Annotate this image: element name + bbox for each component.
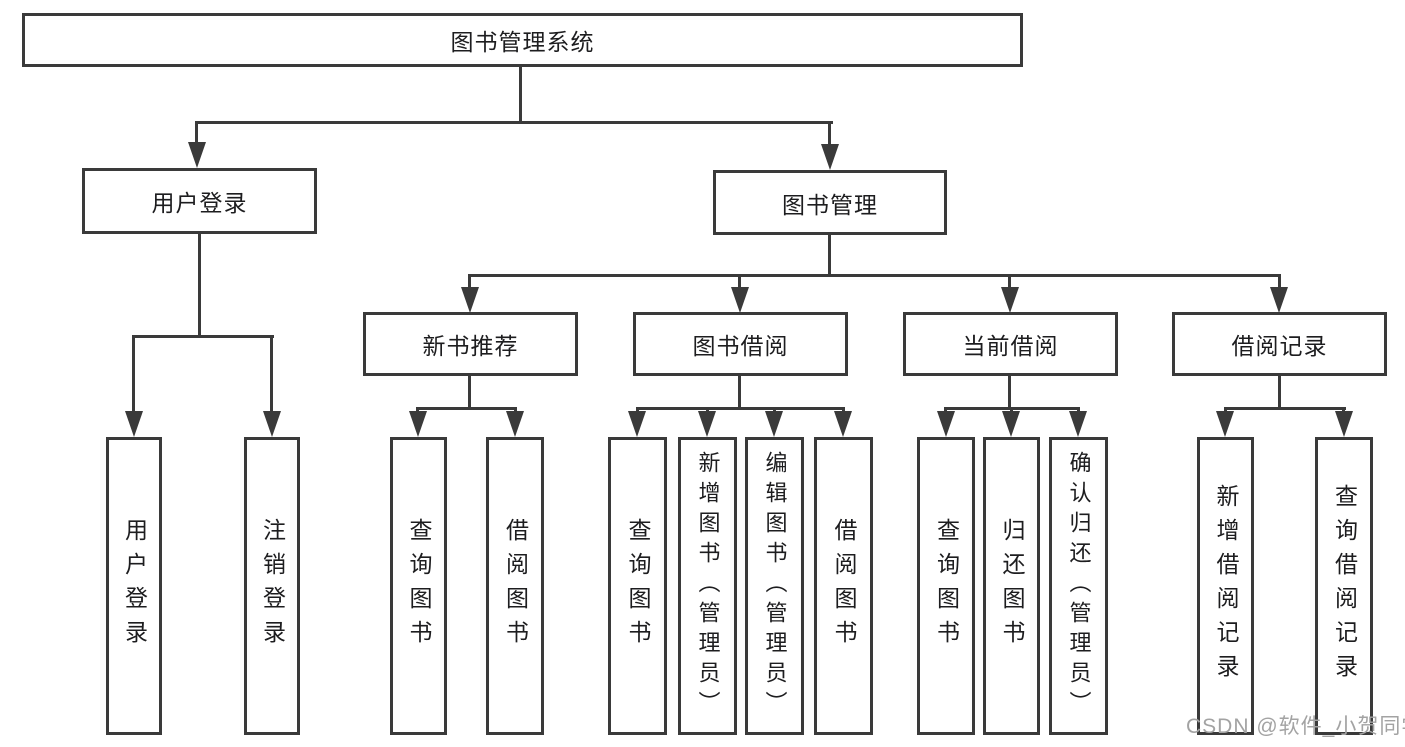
connector-book-borrow-trunk	[738, 376, 741, 409]
leaf-confirm-return-admin-label: 确认归还（管理员）	[1066, 451, 1092, 721]
leaf-add-book-admin: 新增图书（管理员）	[678, 437, 737, 735]
connector-new-book-rec-trunk	[468, 376, 471, 409]
leaf-query-book-current: 查询图书	[917, 437, 975, 735]
leaf-add-borrow-record-label: 新增借阅记录	[1213, 484, 1239, 688]
leaf-query-borrow-record: 查询借阅记录	[1315, 437, 1373, 735]
connector-book-borrow-split	[636, 407, 845, 410]
connector-user-login-trunk	[198, 233, 201, 338]
arrowhead-new-book-rec	[461, 287, 479, 313]
node-root-label: 图书管理系统	[450, 29, 595, 55]
connector-root-trunk	[519, 67, 522, 121]
connector-drop-book-borrow	[738, 274, 741, 291]
node-current-borrow: 当前借阅	[903, 312, 1118, 376]
leaf-edit-book-admin-label: 编辑图书（管理员）	[762, 451, 788, 721]
leaf-query-book-rec: 查询图书	[390, 437, 447, 735]
node-new-book-rec: 新书推荐	[363, 312, 578, 376]
arrowhead-query-book-current	[937, 411, 955, 437]
connector-drop-current-borrow	[1008, 274, 1011, 291]
node-book-borrow: 图书借阅	[633, 312, 848, 376]
arrowhead-user-login	[188, 142, 206, 168]
connector-drop-leaf-user-login	[132, 335, 135, 415]
connector-book-mgmt-trunk	[828, 235, 831, 277]
arrowhead-book-mgmt	[821, 144, 839, 170]
arrowhead-add-record	[1216, 411, 1234, 437]
leaf-add-book-admin-label: 新增图书（管理员）	[695, 451, 721, 721]
connector-new-book-rec-split	[416, 407, 517, 410]
arrowhead-edit-book	[765, 411, 783, 437]
leaf-borrow-book-rec-label: 借阅图书	[502, 518, 529, 654]
leaf-add-borrow-record: 新增借阅记录	[1197, 437, 1254, 735]
arrowhead-return-book	[1002, 411, 1020, 437]
csdn-watermark: CSDN @软件_小贺同学	[1186, 715, 1405, 738]
leaf-borrow-book-borrow-label: 借阅图书	[831, 518, 857, 654]
node-borrow-records: 借阅记录	[1172, 312, 1387, 376]
leaf-borrow-book-rec: 借阅图书	[486, 437, 544, 735]
arrowhead-borrow-records	[1270, 287, 1288, 313]
connector-borrow-records-trunk	[1278, 376, 1281, 409]
node-user-login: 用户登录	[82, 168, 317, 234]
connector-drop-leaf-logout	[270, 335, 273, 415]
leaf-return-book-label: 归还图书	[999, 518, 1025, 654]
leaf-query-book-borrow: 查询图书	[608, 437, 667, 735]
leaf-return-book: 归还图书	[983, 437, 1040, 735]
arrowhead-borrow-book-rec	[506, 411, 524, 437]
connector-level1-split	[196, 121, 833, 124]
arrowhead-query-book-rec	[409, 411, 427, 437]
leaf-user-login: 用户登录	[106, 437, 162, 735]
connector-current-borrow-trunk	[1008, 376, 1011, 409]
node-book-borrow-label: 图书借阅	[692, 333, 789, 359]
arrowhead-borrow-book-borrow	[834, 411, 852, 437]
connector-user-login-split	[132, 335, 274, 338]
leaf-query-book-rec-label: 查询图书	[406, 518, 432, 654]
node-current-borrow-label: 当前借阅	[962, 333, 1059, 359]
connector-drop-borrow-records	[1278, 274, 1281, 291]
arrowhead-book-borrow	[731, 287, 749, 313]
node-borrow-records-label: 借阅记录	[1231, 333, 1328, 359]
arrowhead-query-record	[1335, 411, 1353, 437]
leaf-query-book-current-label: 查询图书	[933, 518, 960, 654]
connector-level3-split	[468, 274, 1281, 277]
leaf-query-book-borrow-label: 查询图书	[625, 518, 651, 654]
leaf-logout: 注销登录	[244, 437, 300, 735]
connector-drop-user-login	[195, 121, 198, 147]
arrowhead-query-book-borrow	[628, 411, 646, 437]
arrowhead-leaf-logout	[263, 411, 281, 437]
leaf-borrow-book-borrow: 借阅图书	[814, 437, 873, 735]
connector-drop-book-mgmt	[828, 121, 831, 149]
arrowhead-leaf-user-login	[125, 411, 143, 437]
leaf-edit-book-admin: 编辑图书（管理员）	[745, 437, 804, 735]
arrowhead-add-book	[698, 411, 716, 437]
node-new-book-rec-label: 新书推荐	[422, 333, 519, 359]
node-root-system: 图书管理系统	[22, 13, 1023, 67]
node-book-mgmt-label: 图书管理	[782, 191, 878, 218]
leaf-user-login-label: 用户登录	[121, 518, 148, 654]
node-user-login-label: 用户登录	[151, 190, 248, 216]
leaf-logout-label: 注销登录	[259, 518, 286, 654]
node-book-mgmt: 图书管理	[713, 170, 947, 235]
arrowhead-current-borrow	[1001, 287, 1019, 313]
leaf-query-borrow-record-label: 查询借阅记录	[1331, 484, 1358, 688]
connector-drop-new-book-rec	[468, 274, 471, 291]
arrowhead-confirm-return	[1069, 411, 1087, 437]
leaf-confirm-return-admin: 确认归还（管理员）	[1049, 437, 1108, 735]
connector-borrow-records-split	[1224, 407, 1346, 410]
